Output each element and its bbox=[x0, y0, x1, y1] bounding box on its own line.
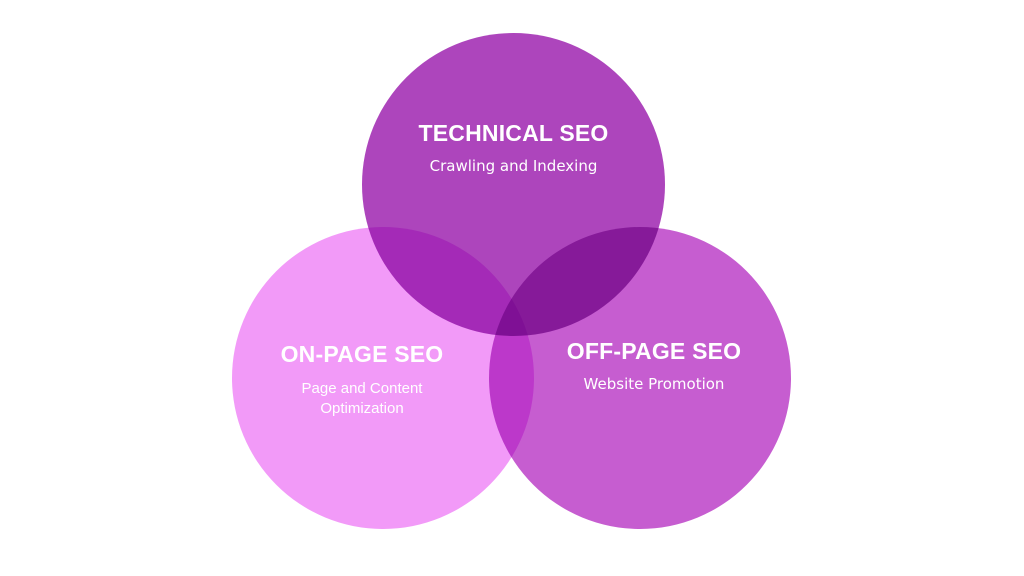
on-page-seo-title: ON-PAGE SEO bbox=[280, 341, 444, 367]
technical-seo-subtitle: Crawling and Indexing bbox=[429, 157, 598, 175]
off-page-seo-title: OFF-PAGE SEO bbox=[566, 338, 742, 364]
off-page-seo-subtitle: Website Promotion bbox=[583, 375, 725, 393]
technical-seo-title: TECHNICAL SEO bbox=[418, 120, 609, 146]
off-page-seo-circle bbox=[489, 227, 791, 529]
on-page-seo-subtitle: Page and Content Optimization bbox=[301, 380, 423, 417]
